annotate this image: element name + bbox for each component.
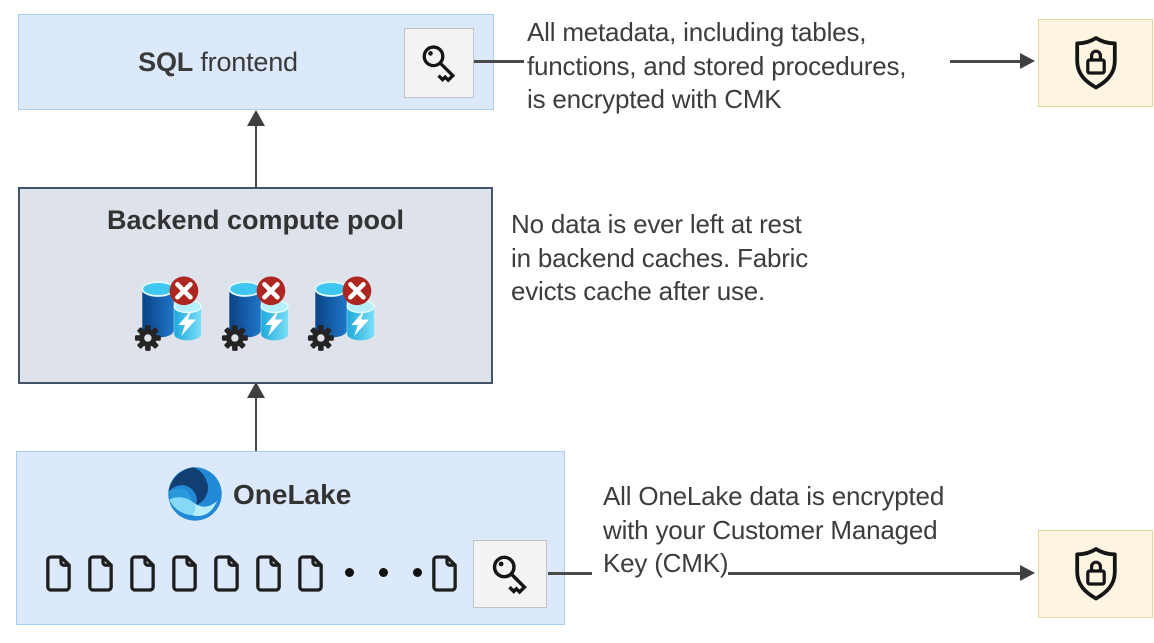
arrow-metadata-to-shield	[950, 60, 1020, 63]
metadata-note-line: All metadata, including tables,	[527, 17, 867, 47]
connector-key-to-onelake-note	[548, 572, 592, 575]
backend-compute-pool-title: Backend compute pool	[106, 205, 405, 235]
document-icon	[169, 553, 200, 594]
cache-note-line: evicts cache after use.	[511, 276, 766, 306]
compute-node-icon	[134, 273, 208, 353]
key-icon	[487, 551, 533, 597]
document-icon	[85, 553, 116, 594]
sql-title-rest: frontend	[193, 46, 298, 77]
document-icon	[43, 553, 74, 594]
arrowhead-right-icon	[1020, 53, 1035, 69]
arrow-onelake-to-shield	[728, 572, 1020, 575]
onelake-title: OneLake	[233, 479, 352, 510]
ellipsis-dot	[413, 568, 422, 577]
document-icon	[295, 553, 326, 594]
cache-note-line: No data is ever left at rest	[511, 209, 802, 239]
document-icon	[429, 553, 460, 594]
compute-node-icon	[307, 273, 381, 353]
onelake-note-line: Key (CMK)	[603, 548, 729, 578]
shield-lock-icon	[1070, 34, 1122, 92]
database-cache-crossed-icon	[307, 273, 381, 353]
document-icon	[127, 553, 158, 594]
shield-lock-icon	[1070, 545, 1122, 603]
ellipsis-dot	[379, 568, 388, 577]
cache-note-line: in backend caches. Fabric	[511, 242, 809, 273]
sql-title-bold: SQL	[138, 46, 194, 77]
key-icon	[417, 41, 461, 85]
metadata-note-line: is encrypted with CMK	[527, 84, 782, 114]
key-icon-tile-top	[404, 28, 474, 98]
onelake-note-line: with your Customer Managed	[603, 514, 938, 545]
arrowhead-up-icon	[246, 110, 265, 126]
arrowhead-right-icon	[1020, 565, 1035, 581]
arrow-backend-to-sql-line	[254, 126, 257, 187]
onelake-note: All OneLake data is encrypted with your …	[603, 480, 944, 581]
cmk-shield-tile-top	[1038, 19, 1153, 107]
onelake-logo	[165, 464, 225, 524]
database-cache-crossed-icon	[134, 273, 208, 353]
compute-node-icon	[221, 273, 295, 353]
database-cache-crossed-icon	[221, 273, 295, 353]
metadata-note: All metadata, including tables, function…	[527, 16, 907, 117]
arrow-onelake-to-backend-line	[254, 398, 257, 451]
metadata-note-line: functions, and stored procedures,	[527, 50, 907, 81]
cache-note: No data is ever left at rest in backend …	[511, 208, 808, 309]
onelake-note-line: All OneLake data is encrypted	[603, 481, 945, 511]
key-icon-tile-bottom	[473, 540, 547, 608]
connector-key-to-metadata-note	[474, 60, 524, 63]
cmk-shield-tile-bottom	[1038, 530, 1153, 618]
sql-frontend-title: SQL frontend	[18, 14, 418, 110]
document-icon	[211, 553, 242, 594]
ellipsis-dot	[345, 568, 354, 577]
document-icon	[253, 553, 284, 594]
arrowhead-up-icon	[246, 382, 265, 398]
